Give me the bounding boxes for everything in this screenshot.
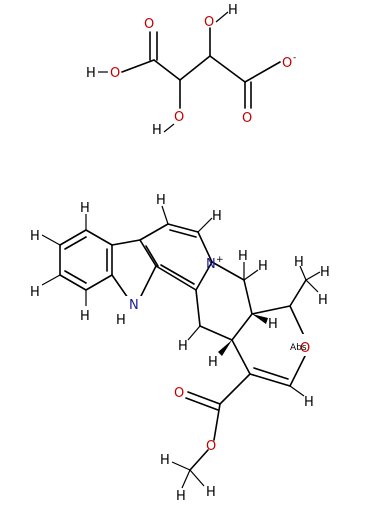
tartrate-h-left: H (86, 66, 96, 81)
benzene-h-3: H (30, 285, 40, 300)
c-ring-h: H (178, 339, 188, 354)
stereo-h-lower: H (208, 355, 218, 370)
tartrate-h-lower: H (152, 123, 162, 138)
alkene-h: H (304, 395, 314, 410)
tartrate-o-top: O (204, 15, 214, 30)
tartrate-h-top: H (228, 3, 238, 18)
tartrate-o-right: O (282, 56, 292, 71)
stereo-h-upper: H (268, 317, 278, 332)
pyridinium-h-1: H (156, 193, 166, 208)
tartrate-negative-charge: - (293, 53, 296, 63)
methoxy-h-1: H (160, 453, 170, 468)
abs-stereo-label: Abs (290, 343, 307, 353)
nitrogen-plus-charge: + (216, 255, 224, 265)
tartrate-o-left: O (110, 66, 120, 81)
benzene-h-1: H (30, 229, 40, 244)
methyl-h-3: H (318, 293, 328, 308)
pyridinium-h-2: H (212, 209, 222, 224)
tartrate-o-carbonyl-right: O (242, 111, 252, 126)
stereo-wedge-lower (218, 340, 232, 356)
stereo-wedge-upper (252, 314, 268, 324)
indole-nitrogen: N (129, 298, 139, 313)
tartrate-o-top-left: O (144, 17, 154, 32)
ch2-h-2: H (238, 249, 248, 264)
methoxy-h-2: H (176, 489, 186, 504)
methyl-h-2: H (294, 255, 304, 270)
ester-carbonyl-oxygen: O (174, 386, 184, 401)
tartrate-o-lower: O (174, 110, 184, 125)
benzene-h-2: H (80, 201, 90, 216)
methyl-h-1: H (320, 265, 330, 280)
alkaloid-molecule: H H H H H H N + N H H H H H H H H H H O … (30, 193, 330, 504)
ester-ether-oxygen: O (206, 439, 216, 454)
pyridinium-nitrogen: N (206, 257, 216, 272)
indole-nh-h: H (116, 313, 126, 328)
benzene-h-4: H (80, 309, 90, 324)
ch2-h-1: H (258, 259, 268, 274)
tartrate-molecule: O O H H O O - O H O (86, 3, 296, 138)
methoxy-h-3: H (206, 485, 216, 500)
pyran-oxygen: O (300, 341, 310, 356)
